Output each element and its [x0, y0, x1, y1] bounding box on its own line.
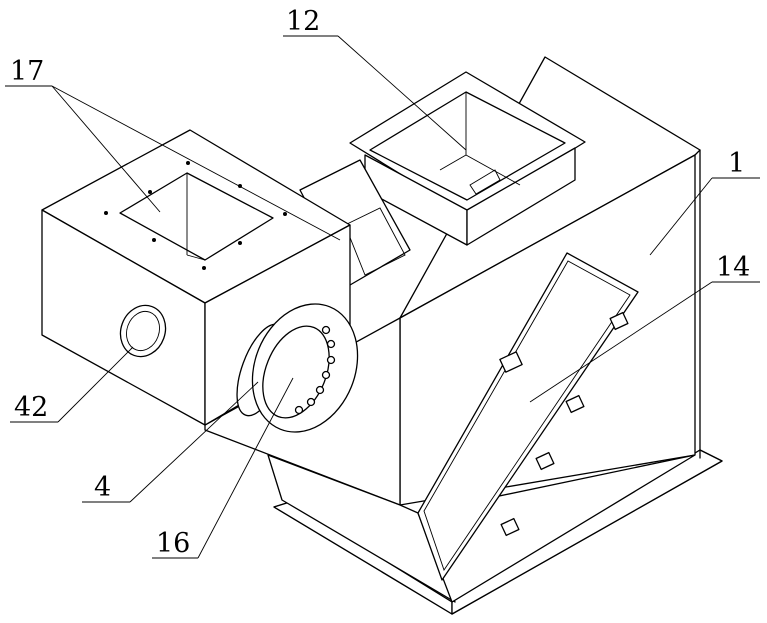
label-16: 16	[156, 528, 190, 559]
label-4: 4	[94, 472, 111, 503]
label-1: 1	[728, 148, 745, 179]
inclined-door	[417, 252, 639, 581]
feed-hopper	[349, 71, 586, 246]
part-labels: 12 17 1 14 42 4 16	[10, 6, 750, 559]
label-17: 17	[10, 56, 44, 87]
leader-lines	[5, 35, 760, 559]
label-14: 14	[716, 252, 750, 283]
flange-port	[236, 303, 359, 433]
door-hinge	[499, 311, 629, 537]
label-42: 42	[14, 392, 48, 423]
label-12: 12	[286, 6, 320, 37]
